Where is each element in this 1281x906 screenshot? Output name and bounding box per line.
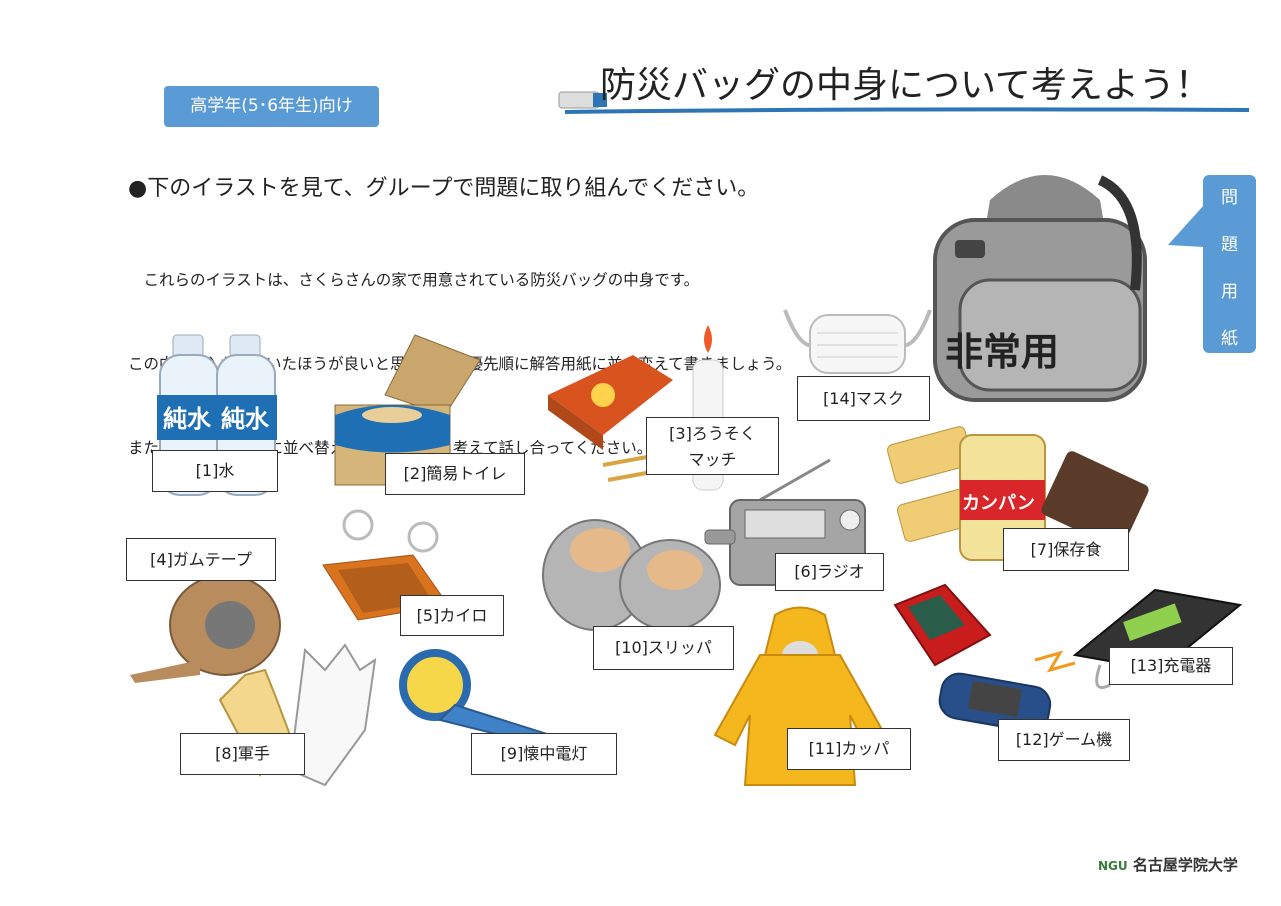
flashlight-illustration xyxy=(399,649,552,747)
university-logo-mark: NGU xyxy=(1098,859,1128,873)
question-sheet-tab[interactable]: 問 題 用 紙 xyxy=(1203,175,1256,353)
item-label-10: [10]スリッパ xyxy=(593,626,734,670)
kanpan-label-text: カンパン xyxy=(962,493,1035,514)
item-label-11: [11]カッパ xyxy=(787,728,911,770)
item-label-3: [3]ろうそく マッチ xyxy=(646,417,779,475)
side-tab-char: 題 xyxy=(1221,235,1238,255)
game-console-illustration xyxy=(893,583,1052,733)
item-label-1: [1]水 xyxy=(152,450,278,492)
item-label-3-line2: マッチ xyxy=(688,450,737,469)
item-label-8: [8]軍手 xyxy=(180,733,305,775)
side-tab-arrow xyxy=(1168,205,1204,247)
university-logo: NGU 名古屋学院大学 xyxy=(1098,854,1238,875)
mask-illustration xyxy=(783,309,932,374)
page-title: 防災バッグの中身について考えよう！ xyxy=(600,65,1211,106)
item-label-14: [14]マスク xyxy=(797,376,930,421)
side-tab-char: 用 xyxy=(1221,282,1238,302)
item-label-9: [9]懐中電灯 xyxy=(471,733,617,775)
item-label-2: [2]簡易トイレ xyxy=(385,453,525,495)
item-label-3-line1: [3]ろうそく xyxy=(669,424,756,443)
item-label-13: [13]充電器 xyxy=(1109,647,1233,685)
side-tab-char: 問 xyxy=(1221,188,1238,208)
emergency-backpack-illustration: 非常用 xyxy=(933,175,1147,402)
side-tab-char: 紙 xyxy=(1221,329,1238,349)
water-label-text: 純水 xyxy=(163,405,212,433)
paragraph-line: これらのイラストは、さくらさんの家で用意されている防災バッグの中身です。 xyxy=(128,271,700,289)
item-label-6: [6]ラジオ xyxy=(775,553,884,591)
instruction-heading: ●下のイラストを見て、グループで問題に取り組んでください。 xyxy=(128,176,760,201)
portable-toilet-illustration xyxy=(334,334,481,486)
university-name: 名古屋学院大学 xyxy=(1132,856,1238,874)
item-label-7: [7]保存食 xyxy=(1003,528,1129,571)
water-label-text: 純水 xyxy=(221,405,270,433)
gum-tape-illustration xyxy=(130,574,281,683)
item-label-5: [5]カイロ xyxy=(400,595,504,636)
work-gloves-illustration xyxy=(218,643,377,787)
slippers-illustration xyxy=(542,519,721,631)
item-label-4: [4]ガムテープ xyxy=(126,538,276,581)
grade-badge: 高学年(5･6年生)向け xyxy=(164,86,379,127)
bag-text: 非常用 xyxy=(945,330,1059,374)
title-underline xyxy=(558,91,1250,114)
item-label-12: [12]ゲーム機 xyxy=(998,719,1130,761)
paint-tube-icon xyxy=(558,91,607,109)
